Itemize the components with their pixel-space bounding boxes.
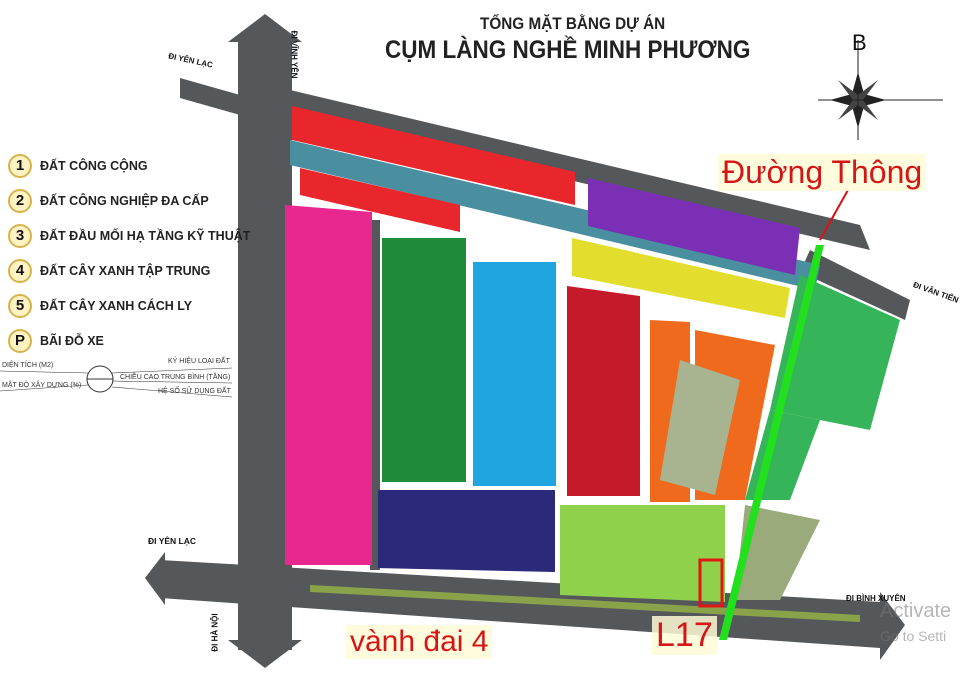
activation-watermark: Activate	[880, 600, 952, 622]
block-public-red-lower	[300, 168, 460, 232]
block-purple	[588, 178, 800, 275]
block-cyan	[473, 262, 556, 486]
road-east	[800, 250, 910, 320]
duong-thong-road-highlight	[719, 245, 824, 640]
legend-symbol: 3	[8, 223, 32, 248]
road-north-diagonal	[290, 90, 870, 250]
block-dark-green	[382, 238, 466, 482]
river	[290, 140, 820, 290]
legend-symbol: 5	[8, 293, 32, 318]
legend-label: ĐẤT CÂY XANH CÁCH LY	[40, 298, 193, 313]
block-pink	[285, 205, 372, 565]
duong-thong-label: Đường Thông	[718, 154, 927, 191]
legend-symbol: 4	[8, 258, 32, 283]
legend-item: P BÃI ĐỖ XE	[8, 323, 250, 358]
vanh-dai-4-label: vành đai 4	[346, 625, 493, 659]
legend-label: ĐẤT CÂY XANH TẬP TRUNG	[40, 263, 211, 278]
legend-label: ĐẤT ĐẦU MỐI HẠ TẦNG KỸ THUẬT	[40, 228, 251, 243]
legend-symbol: 2	[8, 188, 32, 213]
key-height: CHIỀU CAO TRUNG BÌNH (TẦNG)	[120, 374, 231, 381]
lot-label-key: DIỆN TÍCH (M2) MẬT ĐỘ XÂY DỰNG (%) KÝ HI…	[0, 355, 240, 400]
park-area-central	[660, 360, 740, 495]
legend-label: BÃI ĐỖ XE	[40, 333, 104, 348]
road-yen-lac-arrow	[145, 552, 165, 605]
block-yellow	[572, 238, 790, 318]
road-label-vinh-yen: ĐI VĨNH YÊN	[289, 30, 299, 79]
block-public-red	[292, 106, 575, 205]
key-far: HỆ SỐ SỬ DỤNG ĐẤT	[158, 388, 231, 395]
legend-label: ĐẤT CÔNG CỘNG	[40, 158, 148, 173]
road-ha-noi-arrow	[228, 640, 302, 668]
road-inner-1	[370, 220, 380, 570]
park-area	[735, 505, 820, 600]
road-yen-lac-top	[180, 78, 240, 115]
key-diagram	[0, 365, 233, 398]
road-label-ha-noi: ĐI HÀ NỘI	[210, 613, 220, 652]
block-navy	[378, 490, 555, 572]
legend-item: 5 ĐẤT CÂY XANH CÁCH LY	[8, 288, 250, 323]
road-vinh-yen-arrow	[228, 14, 302, 42]
activation-watermark-sub: Go to Setti	[880, 628, 947, 644]
legend-item: 4 ĐẤT CÂY XANH TẬP TRUNG	[8, 253, 250, 288]
legend-symbol: 1	[8, 153, 32, 178]
legend-item: 2 ĐẤT CÔNG NGHIỆP ĐA CẤP	[8, 183, 250, 218]
road-binh-xuyen-arrow	[880, 592, 905, 660]
duong-thong-arrow	[819, 189, 849, 241]
key-land-code: KÝ HIỆU LOẠI ĐẤT	[168, 358, 230, 365]
page-subtitle: TỔNG MẶT BẰNG DỰ ÁN	[480, 14, 666, 33]
median-strip	[310, 585, 860, 622]
legend-symbol: P	[8, 328, 32, 353]
page-title: CỤM LÀNG NGHỀ MINH PHƯƠNG	[385, 36, 751, 64]
block-light-green	[560, 505, 725, 602]
legend: 1 ĐẤT CÔNG CỘNG 2 ĐẤT CÔNG NGHIỆP ĐA CẤP 3…	[8, 148, 250, 358]
key-area: DIỆN TÍCH (M2)	[2, 362, 54, 369]
lot-l17-highlight	[698, 558, 724, 608]
road-label-yen-lac-bottom: ĐI YÊN LẠC	[148, 536, 197, 546]
legend-label: ĐẤT CÔNG NGHIỆP ĐA CẤP	[40, 193, 209, 208]
legend-item: 1 ĐẤT CÔNG CỘNG	[8, 148, 250, 183]
compass-icon	[818, 40, 943, 140]
road-label-binh-xuyen: ĐI BÌNH XUYÊN	[846, 594, 906, 603]
block-dark-red	[567, 286, 640, 496]
lot-l17-label: L17	[652, 616, 717, 655]
key-density: MẬT ĐỘ XÂY DỰNG (%)	[2, 382, 82, 389]
north-label: B	[852, 30, 867, 55]
legend-item: 3 ĐẤT ĐẦU MỐI HẠ TẦNG KỸ THUẬT	[8, 218, 250, 253]
